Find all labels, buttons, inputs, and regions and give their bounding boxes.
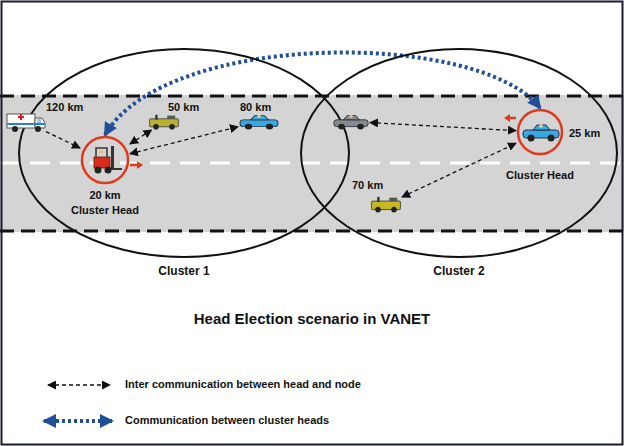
car-vehicle (332, 113, 370, 130)
vehicle-icon (148, 114, 180, 130)
node-link-arrow (130, 127, 238, 154)
cluster-ellipse: Cluster 225 kmCluster Head70 km (300, 48, 618, 258)
cluster-label: Cluster 2 (300, 264, 618, 278)
node-link-arrow (130, 130, 152, 144)
vehicle-icon (80, 135, 130, 185)
head-link-arrow (105, 53, 540, 135)
speed-label: 20 km (87, 188, 122, 202)
vehicle-icon (238, 113, 280, 130)
vehicle-icon (370, 196, 402, 213)
node-link-arrow (370, 123, 516, 131)
cluster-head-vehicle: 25 kmCluster Head (516, 108, 564, 156)
lane-marking (0, 162, 624, 165)
cluster-label: Cluster 1 (18, 264, 350, 278)
role-label: Cluster Head (504, 168, 576, 182)
ambulance-vehicle: 120 km (6, 112, 46, 132)
diagram-title: Head Election scenario in VANET (0, 310, 624, 327)
speed-label: 120 km (44, 100, 85, 114)
vehicle-icon (6, 112, 46, 132)
vehicle-icon (516, 108, 564, 156)
speed-label: 80 km (238, 100, 273, 114)
cluster-head-vehicle: 20 kmCluster Head (80, 135, 130, 185)
vehicle-icon (332, 113, 370, 130)
legend-samples (44, 385, 112, 421)
legend-line-sample (44, 419, 112, 423)
speed-label: 50 km (166, 100, 201, 114)
legend-line-sample (48, 384, 110, 385)
car-vehicle: 80 km (238, 113, 280, 130)
node-link-arrow (46, 132, 80, 148)
legend-text: Inter communication between head and nod… (125, 378, 361, 390)
speed-label: 25 km (567, 126, 602, 140)
cluster-outline (300, 48, 618, 258)
jeep-vehicle: 70 km (370, 196, 402, 213)
legend-text: Communication between cluster heads (125, 414, 329, 426)
speed-label: 70 km (350, 178, 385, 192)
node-link-arrow (402, 143, 516, 197)
jeep-vehicle: 50 km (148, 114, 180, 130)
role-label: Cluster Head (69, 203, 141, 217)
road-edge (0, 230, 624, 233)
